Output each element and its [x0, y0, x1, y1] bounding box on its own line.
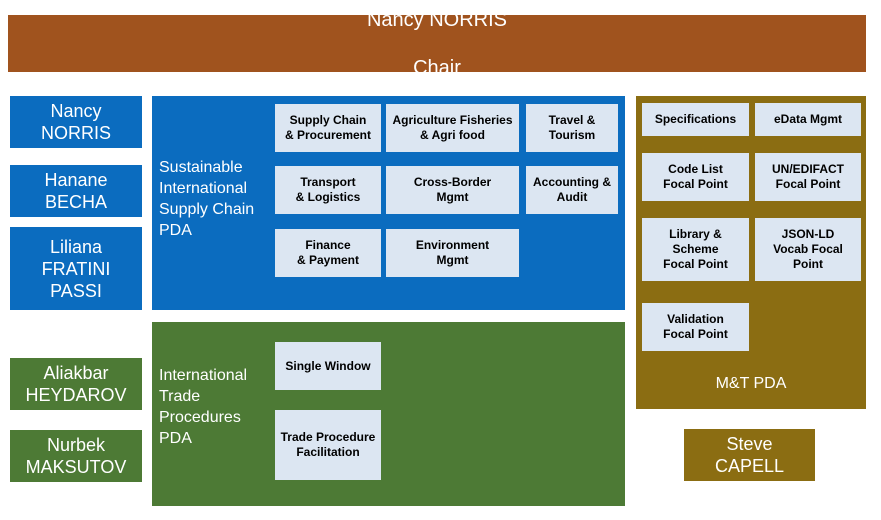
chair-name: Nancy NORRIS	[366, 8, 508, 31]
domain-single-window: Single Window	[275, 342, 381, 390]
domain-json-ld-vocab-focal-point: JSON-LD Vocab Focal Point	[755, 218, 861, 281]
domain-travel-tourism: Travel & Tourism	[526, 104, 618, 152]
chair-role: Chair	[413, 56, 461, 79]
domain-supply-chain-procurement: Supply Chain & Procurement	[275, 104, 381, 152]
domain-accounting-audit: Accounting & Audit	[526, 166, 618, 214]
person-nurbek-maksutov: Nurbek MAKSUTOV	[10, 430, 142, 482]
domain-code-list-focal-point: Code List Focal Point	[642, 153, 749, 201]
sis-pda-panel: Sustainable International Supply Chain P…	[152, 96, 625, 310]
domain-edata-mgmt: eData Mgmt	[755, 103, 861, 136]
person-aliakbar-heydarov: Aliakbar HEYDAROV	[10, 358, 142, 410]
itp-pda-label: International Trade Procedures PDA	[159, 367, 248, 447]
domain-un-edifact-focal-point: UN/EDIFACT Focal Point	[755, 153, 861, 201]
domain-finance-payment: Finance & Payment	[275, 229, 381, 277]
person-nancy-norris: Nancy NORRIS	[10, 96, 142, 148]
domain-transport-logistics: Transport & Logistics	[275, 166, 381, 214]
domain-agriculture-fisheries: Agriculture Fisheries & Agri food	[386, 104, 519, 152]
person-steve-capell: Steve CAPELL	[684, 429, 815, 481]
domain-environment-mgmt: Environment Mgmt	[386, 229, 519, 277]
domain-cross-border-mgmt: Cross-Border Mgmt	[386, 166, 519, 214]
person-liliana-fratini-passi: Liliana FRATINI PASSI	[10, 227, 142, 310]
person-hanane-becha: Hanane BECHA	[10, 165, 142, 217]
domain-specifications: Specifications	[642, 103, 749, 136]
chair-box: Nancy NORRIS Chair	[8, 9, 866, 79]
domain-trade-procedure-facilitation: Trade Procedure Facilitation	[275, 410, 381, 480]
mt-pda-panel: Specifications eData Mgmt Code List Foca…	[636, 96, 866, 409]
itp-pda-panel: International Trade Procedures PDA Singl…	[152, 322, 625, 506]
domain-validation-focal-point: Validation Focal Point	[642, 303, 749, 351]
mt-pda-label: M&T PDA	[715, 375, 787, 392]
domain-library-scheme-focal-point: Library & Scheme Focal Point	[642, 218, 749, 281]
sis-pda-label: Sustainable International Supply Chain P…	[159, 159, 255, 239]
